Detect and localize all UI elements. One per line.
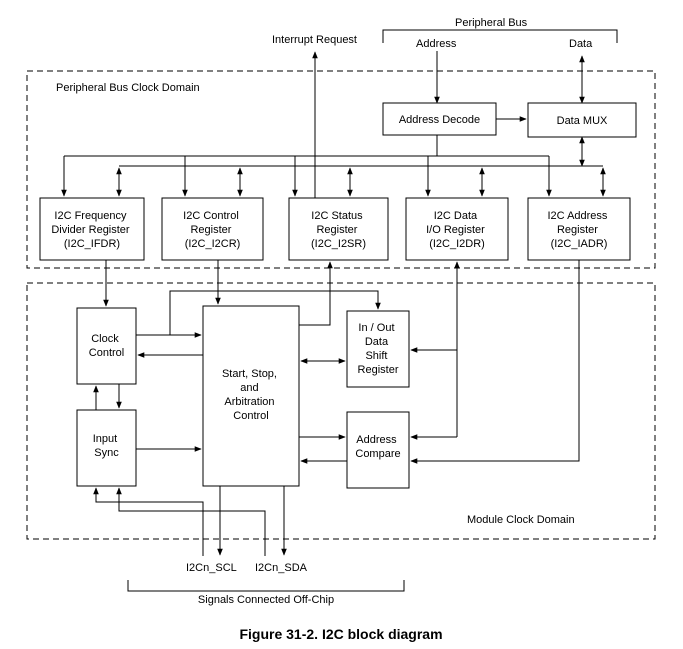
address-compare-text: Address Compare [355, 434, 400, 460]
input-sync-block [76, 409, 137, 487]
off-chip-label: Signals Connected Off-Chip [198, 594, 334, 606]
i2cn-scl-label: I2Cn_SCL [186, 562, 237, 574]
clock-control-block [76, 307, 137, 385]
iadr-register-block [527, 197, 631, 261]
start-stop-to-i2sr [299, 261, 333, 326]
start-stop-arbitration-text: Start, Stop, and Arbitration Control [222, 368, 280, 422]
i2sr-register-block [288, 197, 389, 261]
scl-to-input-sync [93, 487, 204, 556]
data-mux-text: Data MUX [557, 115, 608, 127]
address-compare-block [346, 411, 410, 489]
peripheral-bus-clock-domain-label: Peripheral Bus Clock Domain [56, 82, 200, 94]
i2dr-to-shift-register [410, 261, 460, 353]
i2cr-register-text: I2C Control Register (I2C_I2CR) [183, 210, 242, 250]
address-decode-block [382, 102, 497, 136]
i2cn-sda-label: I2Cn_SDA [255, 562, 308, 574]
peripheral-bus: Peripheral Bus Address Data [382, 17, 618, 50]
iadr-register-text: I2C Address Register (I2C_IADR) [548, 210, 611, 250]
peripheral-bus-clock-domain [26, 70, 656, 269]
clock-control-text: Clock Control [89, 333, 124, 359]
i2cr-register-block [161, 197, 264, 261]
shift-register-block [346, 310, 410, 388]
address-label: Address [416, 38, 457, 50]
i2dr-register-text: I2C Data I/O Register (I2C_I2DR) [426, 210, 488, 250]
start-stop-to-shift-register [169, 290, 381, 335]
ifdr-register-text: I2C Frequency Divider Register (I2C_IFDR… [51, 210, 132, 250]
i2sr-register-text: I2C Status Register (I2C_I2SR) [311, 210, 366, 250]
sda-to-input-sync [116, 487, 266, 556]
module-clock-domain [26, 282, 656, 540]
peripheral-bus-label: Peripheral Bus [455, 17, 528, 29]
input-sync-text: Input Sync [93, 433, 121, 459]
data-label: Data [569, 38, 593, 50]
off-chip-bracket [127, 580, 405, 592]
data-mux-block [527, 102, 637, 138]
module-clock-domain-label: Module Clock Domain [467, 514, 575, 526]
ifdr-register-block [39, 197, 145, 261]
interrupt-request-label: Interrupt Request [272, 34, 357, 46]
shift-register-text: In / Out Data Shift Register [358, 322, 399, 376]
address-decode-text: Address Decode [399, 114, 480, 126]
iadr-to-address-compare [410, 260, 580, 464]
i2dr-register-block [405, 197, 509, 261]
figure-caption: Figure 31-2. I2C block diagram [239, 626, 442, 642]
start-stop-arbitration-block [202, 305, 300, 487]
